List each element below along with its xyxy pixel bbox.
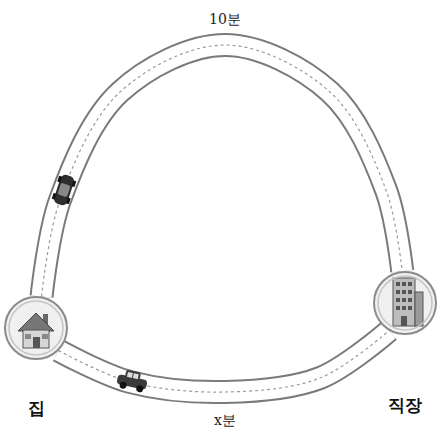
car-wheel	[119, 381, 127, 389]
road-connector	[59, 331, 389, 392]
travel-time: 10분	[206, 11, 244, 28]
travel-time: x분	[211, 412, 239, 429]
car-wheel	[72, 180, 77, 187]
window	[408, 306, 412, 310]
building-icon	[393, 278, 423, 326]
roof	[18, 313, 54, 331]
car-wheel	[136, 385, 144, 393]
door	[33, 337, 40, 348]
window	[402, 290, 406, 294]
window	[25, 334, 31, 339]
road-surface	[59, 331, 389, 392]
car-window	[57, 183, 70, 198]
window	[396, 306, 400, 310]
house-icon	[18, 313, 54, 348]
car-body	[53, 174, 76, 207]
house-wall	[23, 330, 49, 348]
ring-outer	[5, 297, 67, 359]
car-wheel	[66, 198, 71, 205]
ring-inner	[9, 301, 63, 355]
window	[402, 298, 406, 302]
window	[408, 298, 412, 302]
place-circle	[373, 271, 437, 335]
window	[408, 282, 412, 286]
road-surface	[42, 45, 403, 296]
road-centerline	[59, 331, 389, 392]
road-edge	[59, 331, 389, 392]
place-label: 직장	[373, 395, 437, 415]
home-disc	[5, 297, 67, 359]
place-node: 직장	[373, 271, 437, 415]
entrance	[401, 316, 407, 326]
place-node: 집	[4, 296, 68, 418]
place-circle	[4, 296, 68, 360]
window	[396, 290, 400, 294]
tower-side	[415, 292, 423, 326]
car-wheel	[52, 193, 57, 200]
window	[396, 282, 400, 286]
ring-inner	[378, 276, 432, 330]
window	[402, 282, 406, 286]
car-lower	[116, 368, 149, 393]
window	[408, 290, 412, 294]
place-label: 집	[4, 398, 68, 418]
car-upper	[51, 173, 77, 207]
office-disc	[374, 272, 436, 334]
road-edge	[42, 45, 403, 296]
car-cabin	[125, 370, 141, 381]
window	[396, 298, 400, 302]
car-wheel	[57, 176, 62, 183]
tower	[393, 278, 415, 326]
ring-outer	[374, 272, 436, 334]
road-connector	[42, 45, 403, 296]
window	[42, 334, 48, 339]
car-window	[127, 372, 133, 378]
window	[402, 306, 406, 310]
road-centerline	[42, 45, 403, 296]
car-window	[133, 373, 139, 379]
